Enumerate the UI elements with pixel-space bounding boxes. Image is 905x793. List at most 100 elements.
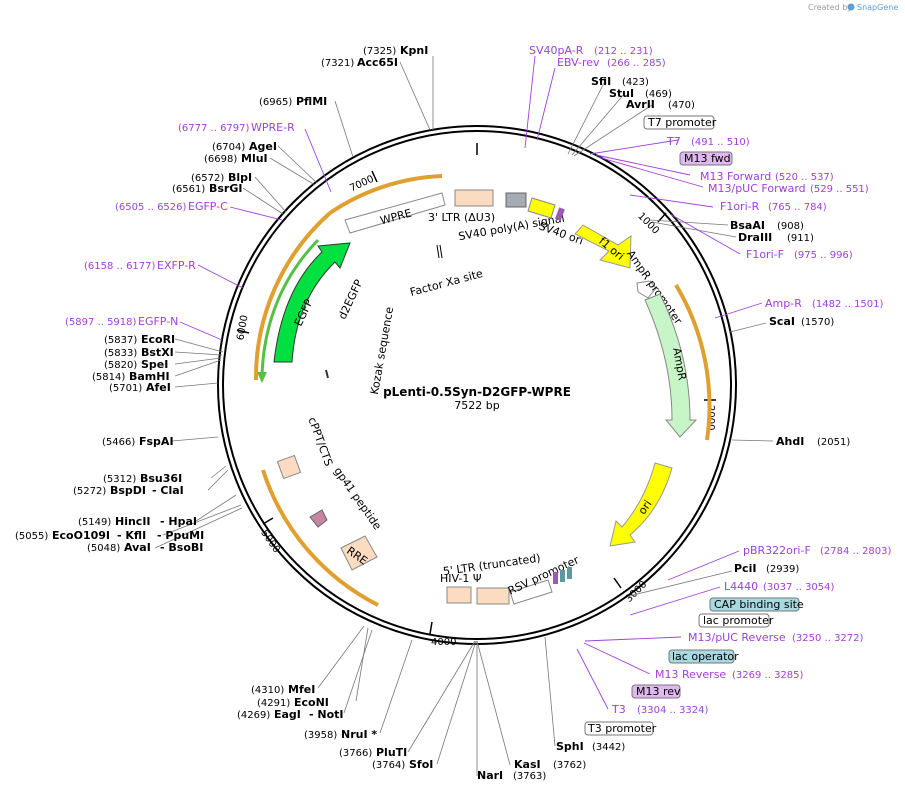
svg-text:CAP binding site: CAP binding site bbox=[714, 598, 804, 611]
t3-promoter-box[interactable] bbox=[584, 721, 654, 736]
site-eagi[interactable]: EagI bbox=[274, 708, 301, 721]
plasmid-name: pLenti-0.5Syn-D2GFP-WPRE bbox=[383, 385, 571, 399]
snapgene-logo-icon bbox=[847, 3, 855, 11]
d2egfp-feature[interactable] bbox=[273, 242, 351, 363]
site-pluti[interactable]: PluTI bbox=[376, 746, 407, 759]
rre-feature[interactable] bbox=[340, 535, 378, 571]
tick-5000: 5000 bbox=[258, 528, 282, 555]
site-sphi[interactable]: SphI bbox=[556, 740, 584, 753]
rsv-promoter-feature[interactable] bbox=[509, 579, 553, 605]
site-pflmi[interactable]: PflMI bbox=[296, 95, 327, 108]
site-kpni[interactable]: KpnI bbox=[400, 44, 428, 57]
site-fspai[interactable]: FspAI bbox=[139, 435, 174, 448]
svg-text:(1570): (1570) bbox=[801, 317, 834, 328]
lac-operator-box[interactable] bbox=[668, 649, 735, 664]
site-bsobi[interactable]: - BsoBI bbox=[160, 541, 203, 554]
site-avrii[interactable]: AvrII bbox=[626, 98, 655, 111]
site-ahdi[interactable]: AhdI bbox=[776, 435, 804, 448]
primer-egfp-n[interactable]: EGFP-N bbox=[138, 315, 178, 328]
site-nrui[interactable]: NruI * bbox=[341, 728, 377, 741]
site-blpi[interactable]: BlpI bbox=[228, 171, 252, 184]
cap-binding-site-box[interactable] bbox=[709, 597, 800, 612]
ampr-promoter-feature[interactable] bbox=[636, 280, 657, 299]
cppt-feature[interactable] bbox=[276, 454, 302, 480]
svg-text:(266 .. 285): (266 .. 285) bbox=[607, 58, 666, 69]
primer-wpre-r[interactable]: WPRE-R bbox=[251, 121, 295, 134]
primer-m13-reverse[interactable]: M13 Reverse bbox=[655, 668, 726, 681]
ori-feature[interactable] bbox=[609, 462, 673, 547]
t7-promoter-box[interactable] bbox=[643, 115, 715, 130]
primer-l4440[interactable]: L4440 bbox=[724, 580, 758, 593]
f1ori-feature[interactable] bbox=[574, 224, 632, 269]
site-bspdi[interactable]: BspDI bbox=[110, 484, 146, 497]
site-kasi[interactable]: KasI bbox=[514, 758, 541, 771]
m13-fwd-box[interactable] bbox=[679, 151, 733, 166]
site-econi[interactable]: EcoNI bbox=[294, 696, 329, 709]
site-bstxi[interactable]: BstXI bbox=[141, 346, 174, 359]
site-mfei[interactable]: MfeI bbox=[288, 683, 315, 696]
site-spei[interactable]: SpeI bbox=[141, 358, 168, 371]
site-sfoi[interactable]: SfoI bbox=[409, 758, 433, 771]
svg-text:(5312): (5312) bbox=[103, 474, 136, 485]
primer-t3[interactable]: T3 bbox=[611, 703, 626, 716]
svg-text:(469): (469) bbox=[645, 89, 672, 100]
ltr3-feature[interactable] bbox=[454, 189, 494, 207]
primer-amp-r[interactable]: Amp-R bbox=[765, 297, 802, 310]
primer-m13puc-forward[interactable]: M13/pUC Forward bbox=[708, 182, 806, 195]
primer-m13puc-reverse[interactable]: M13/pUC Reverse bbox=[688, 631, 786, 644]
site-mlui[interactable]: MluI bbox=[241, 152, 268, 165]
site-ppumi[interactable]: - PpuMI bbox=[157, 529, 204, 542]
site-agei[interactable]: AgeI bbox=[249, 140, 277, 153]
site-scai[interactable]: ScaI bbox=[769, 315, 795, 328]
site-kfli[interactable]: - KflI bbox=[117, 529, 146, 542]
primer-f1ori-r[interactable]: F1ori-R bbox=[720, 200, 760, 213]
site-hincii[interactable]: HincII bbox=[115, 515, 151, 528]
primer-egfp-c[interactable]: EGFP-C bbox=[188, 200, 228, 213]
site-noti[interactable]: - NotI bbox=[309, 708, 344, 721]
primer-t7[interactable]: T7 bbox=[666, 135, 681, 148]
sv40ori-feature[interactable] bbox=[527, 197, 556, 219]
site-stui[interactable]: StuI bbox=[609, 87, 634, 100]
gp41-feature[interactable] bbox=[309, 509, 328, 528]
svg-text:(908): (908) bbox=[777, 221, 804, 232]
site-nari[interactable]: NarI bbox=[477, 769, 503, 782]
primer-ebv-rev[interactable]: EBV-rev bbox=[557, 56, 600, 69]
primer-exfp-r[interactable]: EXFP-R bbox=[157, 259, 196, 272]
site-avai[interactable]: AvaI bbox=[124, 541, 151, 554]
site-acc65i[interactable]: Acc65I bbox=[357, 56, 398, 69]
site-sfii[interactable]: SfiI bbox=[591, 75, 611, 88]
primer-sv40pa-r[interactable]: SV40pA-R bbox=[529, 44, 584, 57]
svg-text:(1482 .. 1501): (1482 .. 1501) bbox=[812, 299, 884, 310]
gp41-label: gp41 peptide bbox=[331, 465, 384, 533]
site-afei[interactable]: AfeI bbox=[146, 381, 171, 394]
wpre-feature[interactable] bbox=[344, 192, 446, 234]
site-ecori[interactable]: EcoRI bbox=[141, 333, 175, 346]
svg-text:(2939): (2939) bbox=[766, 564, 799, 575]
primer-pbr322ori-f[interactable]: pBR322ori-F bbox=[743, 544, 811, 557]
site-bamhi[interactable]: BamHI bbox=[129, 370, 170, 383]
site-bsaai[interactable]: BsaAI bbox=[730, 219, 765, 232]
site-draiii[interactable]: DraIII bbox=[738, 231, 772, 244]
site-ecoo109i[interactable]: EcoO109I bbox=[52, 529, 110, 542]
m13-rev-box[interactable] bbox=[631, 684, 681, 699]
site-clai[interactable]: - ClaI bbox=[152, 484, 184, 497]
svg-text:(3764): (3764) bbox=[372, 760, 405, 771]
sv40polya-feature[interactable] bbox=[505, 192, 527, 208]
primer-f1ori-f[interactable]: F1ori-F bbox=[746, 248, 784, 261]
snapgene-brand: SnapGene bbox=[857, 3, 898, 12]
primer-m13-forward[interactable]: M13 Forward bbox=[700, 170, 771, 183]
ampr-feature[interactable] bbox=[644, 293, 698, 438]
site-bsu36i[interactable]: Bsu36I bbox=[140, 472, 182, 485]
svg-text:(3269 .. 3285): (3269 .. 3285) bbox=[732, 670, 804, 681]
lac-promoter-box[interactable] bbox=[698, 613, 770, 628]
svg-text:(5466): (5466) bbox=[102, 437, 135, 448]
site-pcii[interactable]: PciI bbox=[734, 562, 756, 575]
svg-text:(7325): (7325) bbox=[363, 46, 396, 57]
backbone-inner bbox=[222, 130, 732, 640]
svg-text:(423): (423) bbox=[622, 77, 649, 88]
site-bsrgi[interactable]: BsrGI bbox=[209, 182, 242, 195]
svg-text:(3304 .. 3324): (3304 .. 3324) bbox=[637, 705, 709, 716]
hiv-psi-feature[interactable] bbox=[476, 587, 510, 605]
ltr5-feature[interactable] bbox=[446, 586, 472, 604]
site-hpai[interactable]: - HpaI bbox=[160, 515, 197, 528]
